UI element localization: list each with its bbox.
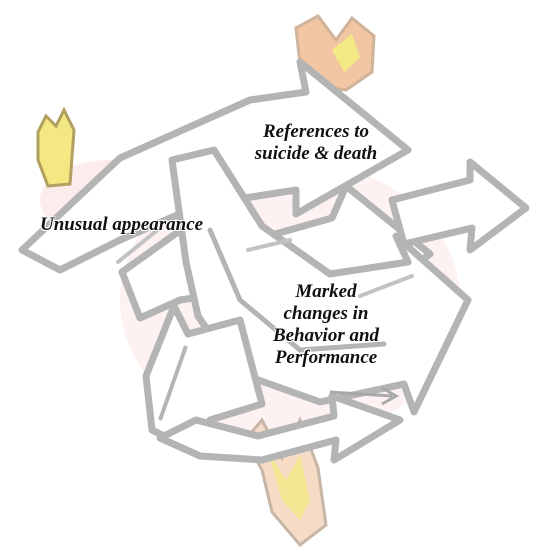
left-flame-shape xyxy=(36,106,76,188)
label-changes-line-3: Behavior and xyxy=(272,325,380,346)
label-changes-line-4: Performance xyxy=(274,347,378,368)
arrow-right xyxy=(388,158,530,254)
label-appearance: Unusual appearance xyxy=(40,214,204,235)
label-references-line-2: suicide & death xyxy=(254,143,378,164)
label-changes-line-2: changes in xyxy=(283,303,369,324)
connector-lines xyxy=(116,226,414,298)
label-references: References to suicide & death xyxy=(236,121,396,165)
label-changes: Marked changes in Behavior and Performan… xyxy=(246,281,406,369)
label-changes-line-1: Marked xyxy=(295,281,357,302)
arrow-bottom xyxy=(156,386,404,464)
label-references-line-1: References to xyxy=(262,121,370,142)
